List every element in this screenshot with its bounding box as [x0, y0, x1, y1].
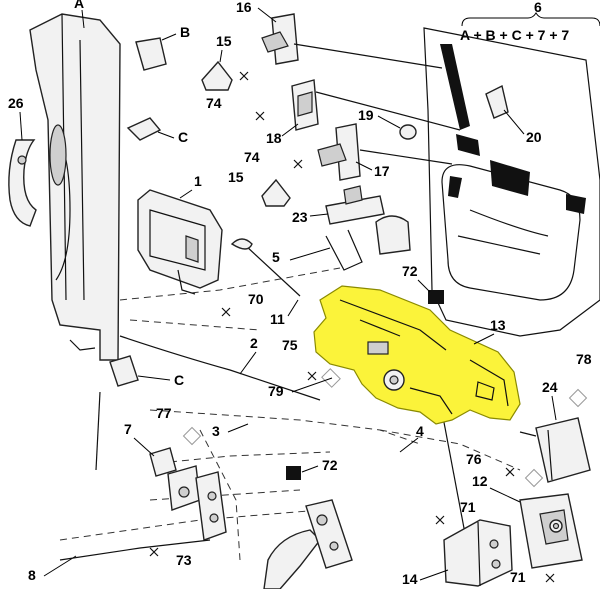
label-73: 73	[176, 552, 192, 568]
part-C-clip-lower	[109, 355, 139, 387]
screw-mark-71-a	[435, 515, 445, 525]
screw-mark-74-a	[239, 71, 249, 81]
assembly-guide-lines	[59, 267, 521, 561]
part-15-bumper-lower	[261, 178, 291, 207]
part-26-grab-handle	[8, 139, 37, 227]
assembly-formula: A + B + C + 7 + 7	[460, 27, 569, 43]
lower-hinge-center	[263, 499, 353, 589]
label-B: B	[180, 24, 190, 40]
label-6: 6	[534, 0, 542, 15]
part-77-washer	[182, 426, 202, 446]
label-1: 1	[194, 173, 202, 189]
label-4: 4	[416, 423, 424, 439]
part-19-grommet	[399, 124, 417, 140]
part-76-washer	[524, 468, 544, 488]
label-12: 12	[472, 473, 488, 489]
label-23: 23	[292, 209, 308, 225]
label-24: 24	[542, 379, 558, 395]
label-11: 11	[270, 311, 285, 327]
label-C-upper: C	[178, 129, 188, 145]
screw-mark-73	[149, 547, 159, 557]
screw-mark-76	[505, 467, 515, 477]
part-12-striker-plate	[519, 493, 583, 569]
label-3: 3	[212, 423, 220, 439]
label-76: 76	[466, 451, 482, 467]
label-74-upper: 74	[206, 95, 222, 111]
label-C-lower: C	[174, 372, 184, 388]
part-20-button	[485, 84, 509, 119]
label-7: 7	[124, 421, 132, 437]
pillar-trim-panel	[29, 13, 121, 361]
assembly-header: 6 A + B + C + 7 + 7	[460, 0, 600, 43]
label-15-upper: 15	[216, 33, 232, 49]
part-17-bracket	[317, 123, 361, 181]
door-frame-outline	[423, 27, 600, 337]
label-13: 13	[490, 317, 506, 333]
part-13-door-lock-highlighted	[313, 285, 521, 425]
part-15-bumper-upper	[201, 60, 233, 91]
label-79: 79	[268, 383, 284, 399]
part-16-bracket	[261, 13, 299, 65]
label-75: 75	[282, 337, 298, 353]
label-16: 16	[236, 0, 252, 15]
label-71-upper: 71	[460, 499, 476, 515]
screw-mark-74-c	[293, 159, 303, 169]
part-78-washer	[568, 388, 588, 408]
pillar-recess	[49, 124, 67, 186]
label-8: 8	[28, 567, 36, 583]
part-14-hinge-bracket	[443, 519, 513, 587]
label-71-lower: 71	[510, 569, 526, 585]
part-18-striker	[291, 79, 319, 131]
part-C-clip-upper	[126, 117, 162, 141]
label-19: 19	[358, 107, 374, 123]
label-26: 26	[8, 95, 24, 111]
screw-mark-74-b	[255, 111, 265, 121]
door-weatherstrip-dark	[440, 44, 586, 214]
label-15-lower: 15	[228, 169, 244, 185]
label-77: 77	[156, 405, 172, 421]
part-24-actuator	[519, 417, 591, 483]
part-B-cap	[135, 37, 167, 71]
label-18: 18	[266, 130, 282, 146]
header-brace	[461, 12, 600, 27]
part-70-screw-mark	[221, 307, 231, 317]
part-11-rod-clip	[230, 238, 253, 250]
label-74-lower: 74	[244, 149, 260, 165]
part-7-hinge-assembly	[149, 447, 227, 541]
part-1-inner-handle	[137, 189, 223, 295]
label-2: 2	[250, 335, 258, 351]
label-A: A	[74, 0, 84, 11]
label-14: 14	[402, 571, 418, 587]
screw-mark-75	[307, 371, 317, 381]
part-72-pad-upper	[428, 290, 444, 304]
label-5: 5	[272, 249, 280, 265]
part-72-pad-lower	[286, 466, 301, 480]
label-78: 78	[576, 351, 592, 367]
label-17: 17	[374, 163, 390, 179]
part-23-bracket	[325, 185, 411, 255]
label-20: 20	[526, 129, 542, 145]
label-72-lower: 72	[322, 457, 338, 473]
label-70: 70	[248, 291, 264, 307]
label-72-upper: 72	[402, 263, 418, 279]
screw-mark-71-b	[545, 573, 555, 583]
